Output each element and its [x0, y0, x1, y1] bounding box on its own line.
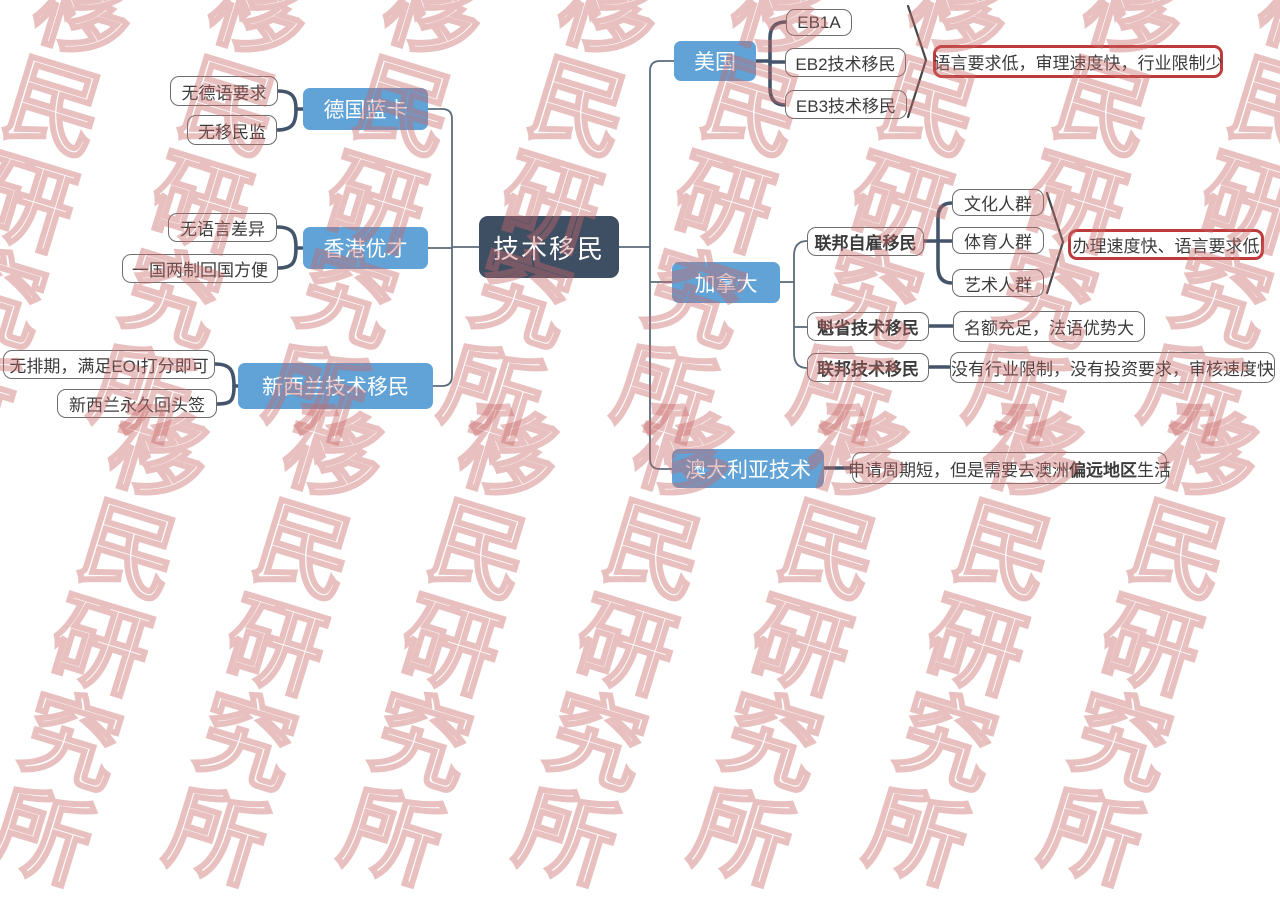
- leaf-eb2-skilled[interactable]: EB2技术移民: [785, 48, 906, 77]
- connector-canada-subrail: [793, 240, 808, 369]
- node-canada[interactable]: 加拿大: [672, 262, 780, 303]
- leaf-sports-group[interactable]: 体育人群: [952, 227, 1044, 254]
- brace-newzealand-leaves: [213, 362, 236, 406]
- node-usa[interactable]: 美国: [674, 41, 756, 81]
- leaf-eb3-skilled[interactable]: EB3技术移民: [785, 90, 907, 119]
- leaf-no-backlog-eoi[interactable]: 无排期，满足EOI打分即可: [3, 350, 215, 379]
- leaf-no-immigration-residency[interactable]: 无移民监: [187, 115, 277, 145]
- note-australia-advantages[interactable]: 申请周期短，但是需要去澳洲偏远地区生活: [848, 452, 1171, 484]
- brace-selfemployed-groups: [936, 201, 954, 285]
- note-usa-advantages[interactable]: 语言要求低，审理速度快，行业限制少: [933, 45, 1223, 78]
- note-federal-skilled-advantages[interactable]: 没有行业限制，没有投资要求，审核速度快: [950, 352, 1275, 383]
- node-newzealand-skilled[interactable]: 新西兰技术移民: [238, 363, 433, 409]
- leaf-nz-permanent-return-visa[interactable]: 新西兰永久回头签: [57, 389, 217, 418]
- leaf-culture-group[interactable]: 文化人群: [952, 189, 1044, 216]
- note-quebec-advantages[interactable]: 名额充足，法语优势大: [953, 311, 1145, 342]
- leaf-arts-group[interactable]: 艺术人群: [952, 269, 1044, 297]
- brace-germany-leaves: [275, 89, 298, 132]
- brace-hongkong-leaves: [275, 225, 298, 270]
- node-hongkong-talent[interactable]: 香港优才: [303, 227, 428, 269]
- leaf-no-german-requirement[interactable]: 无德语要求: [170, 76, 278, 106]
- australia-note-remote-area: 偏远地区: [1069, 460, 1137, 480]
- connector-right-rail: [649, 60, 674, 470]
- leaf-quebec-skilled[interactable]: 魁省技术移民: [807, 312, 929, 341]
- australia-note-suffix: 生活: [1137, 460, 1171, 480]
- note-self-employed-advantages[interactable]: 办理速度快、语言要求低: [1068, 229, 1264, 260]
- node-germany-blue-card[interactable]: 德国蓝卡: [303, 88, 428, 130]
- node-australia-skilled[interactable]: 澳大利亚技术: [672, 449, 824, 488]
- connector-lines: [213, 4, 1065, 470]
- leaf-federal-skilled[interactable]: 联邦技术移民: [807, 353, 929, 382]
- leaf-eb1a[interactable]: EB1A: [786, 9, 852, 36]
- leaf-no-language-difference[interactable]: 无语言差异: [168, 213, 277, 242]
- canada-summary-chevron: [1045, 191, 1065, 295]
- leaf-one-country-two-systems[interactable]: 一国两制回国方便: [122, 254, 278, 283]
- node-root-skilled-migration[interactable]: 技术移民: [479, 216, 619, 278]
- usa-summary-chevron: [906, 4, 928, 119]
- leaf-federal-self-employed[interactable]: 联邦自雇移民: [807, 227, 924, 256]
- australia-note-prefix: 申请周期短，但是需要去澳洲: [848, 460, 1069, 480]
